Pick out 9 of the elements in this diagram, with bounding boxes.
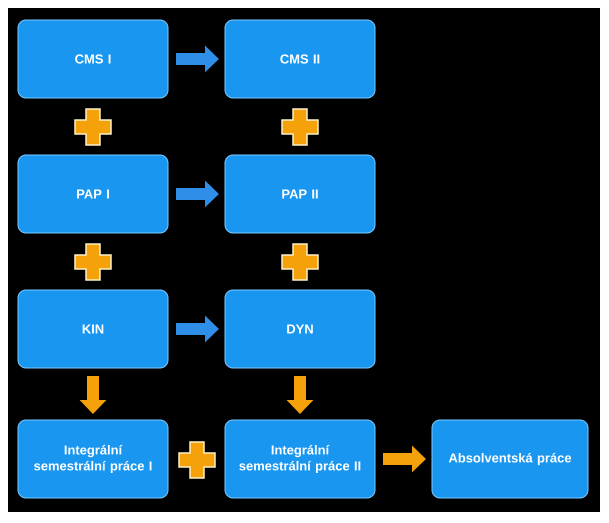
process-box: CMS II [224,20,376,98]
process-box: Integrální semestrální práce I [18,420,168,498]
process-box: KIN [18,290,168,368]
process-box: Integrální semestrální práce II [224,420,376,498]
process-box: DYN [224,290,376,368]
process-box: CMS I [18,20,168,98]
process-box: PAP I [18,154,168,234]
process-box: Absolventská práce [432,420,588,498]
process-box: PAP II [224,154,376,234]
